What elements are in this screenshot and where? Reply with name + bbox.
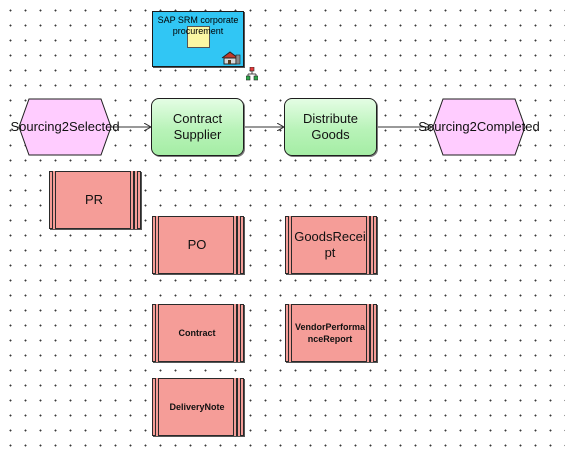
doc-rail bbox=[237, 378, 241, 436]
doc-rail bbox=[288, 304, 292, 362]
event-hexagon-shape bbox=[432, 98, 526, 156]
doc-rail bbox=[134, 171, 138, 229]
doc-rail bbox=[52, 171, 56, 229]
info-object-vendor-performance-report[interactable]: VendorPerformanceReport bbox=[285, 304, 377, 362]
event-sourcing2completed[interactable]: Sourcing2Completed bbox=[418, 98, 540, 156]
sticky-note-icon bbox=[187, 26, 210, 48]
org-unit-sap-srm[interactable]: SAP SRM corporate procurement bbox=[152, 11, 244, 67]
info-object-label: GoodsReceipt bbox=[294, 229, 366, 260]
function-label: Distribute Goods bbox=[303, 111, 358, 142]
doc-rail bbox=[366, 216, 370, 274]
function-distribute-goods[interactable]: Distribute Goods bbox=[284, 98, 377, 156]
info-object-label: VendorPerformanceReport bbox=[294, 322, 366, 344]
info-object-label: PR bbox=[84, 192, 104, 207]
info-object-po[interactable]: PO bbox=[152, 216, 244, 274]
doc-rail bbox=[237, 216, 241, 274]
event-label: Sourcing2Selected bbox=[10, 119, 120, 134]
doc-rail bbox=[237, 304, 241, 362]
doc-rail bbox=[155, 216, 159, 274]
doc-rail bbox=[130, 171, 134, 229]
doc-rail bbox=[288, 216, 292, 274]
doc-rail bbox=[370, 216, 374, 274]
info-object-contract[interactable]: Contract bbox=[152, 304, 244, 362]
org-unit-label: SAP SRM corporate procurement bbox=[157, 15, 239, 36]
event-hexagon-shape bbox=[18, 98, 112, 156]
doc-rail bbox=[233, 304, 237, 362]
function-contract-supplier[interactable]: Contract Supplier bbox=[151, 98, 244, 156]
event-label: Sourcing2Completed bbox=[418, 119, 540, 134]
doc-rail bbox=[370, 304, 374, 362]
info-object-label: PO bbox=[187, 237, 207, 252]
house-icon bbox=[221, 51, 241, 65]
doc-rail bbox=[155, 304, 159, 362]
doc-rail bbox=[366, 304, 370, 362]
info-object-delivery-note[interactable]: DeliveryNote bbox=[152, 378, 244, 436]
info-object-label: DeliveryNote bbox=[169, 402, 225, 412]
doc-rail bbox=[233, 378, 237, 436]
doc-rail bbox=[155, 378, 159, 436]
info-object-label: Contract bbox=[178, 328, 216, 338]
doc-rail bbox=[233, 216, 237, 274]
info-object-pr[interactable]: PR bbox=[49, 171, 141, 229]
function-label: Contract Supplier bbox=[172, 111, 223, 142]
event-sourcing2selected[interactable]: Sourcing2Selected bbox=[10, 98, 120, 156]
hierarchy-icon bbox=[246, 67, 258, 81]
info-object-goods-receipt[interactable]: GoodsReceipt bbox=[285, 216, 377, 274]
